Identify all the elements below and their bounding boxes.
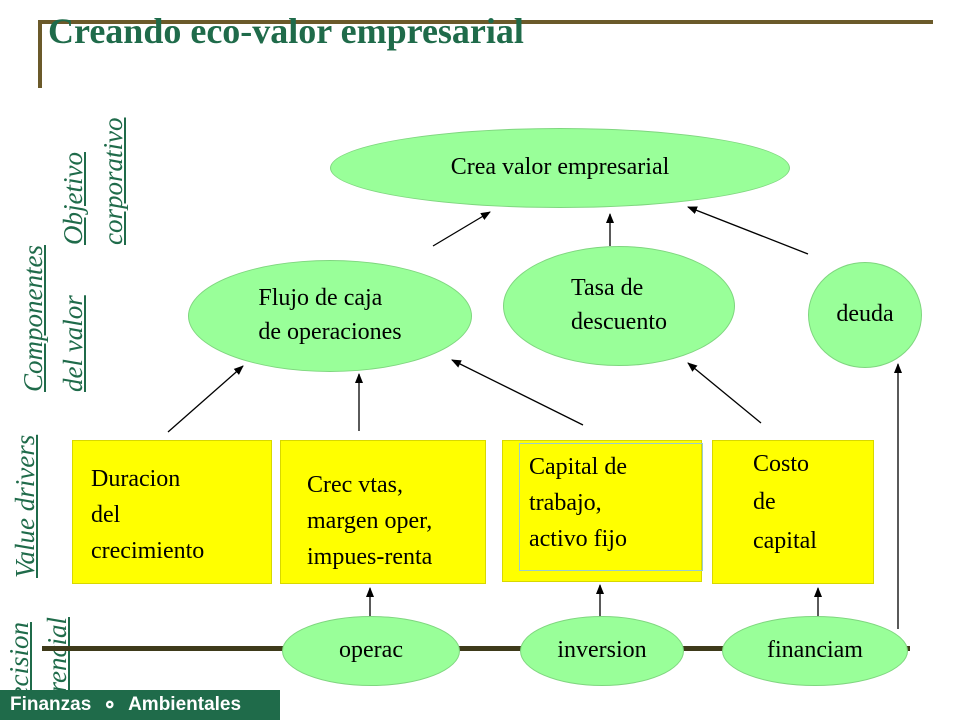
box-capital: Capital de trabajo, activo fijo [502, 440, 703, 582]
box-duracion: Duracion del crecimiento [72, 440, 272, 584]
financiam-label: financiam [767, 637, 863, 664]
deuda-label: deuda [836, 301, 894, 328]
duracion-label: Duracion del crecimiento [91, 466, 205, 564]
ellipse-financiam: financiam [722, 616, 908, 686]
ellipse-deuda: deuda [808, 262, 922, 368]
ellipse-inversion: inversion [520, 616, 684, 686]
crec-label: Crec vtas, margen oper, impues-renta [307, 472, 433, 570]
arrow-flujo-to-crea [432, 211, 491, 247]
decision-bar [42, 646, 910, 651]
crea-valor-label: Crea valor empresarial [450, 154, 670, 181]
costo-label: Costo de capital [753, 451, 817, 554]
arrow-deuda-to-crea [687, 206, 809, 255]
ellipse-flujo-caja: Flujo de caja de operaciones [188, 260, 472, 372]
box-crec-vtas: Crec vtas, margen oper, impues-renta [280, 440, 486, 584]
capital-inner-frame [519, 443, 703, 571]
operac-label: operac [339, 637, 403, 664]
arrow-costo-to-tasa [687, 362, 762, 424]
ellipse-tasa-descuento: Tasa de descuento [503, 246, 735, 366]
globe-icon: ⚬ [101, 694, 119, 717]
flujo-label: Flujo de caja de operaciones [258, 285, 402, 345]
logo-word-finanzas: Finanzas [10, 694, 92, 715]
ellipse-operac: operac [282, 616, 460, 686]
top-border-bar [38, 20, 933, 24]
box-costo: Costo de capital [712, 440, 874, 584]
tasa-label: Tasa de descuento [571, 275, 667, 335]
ellipse-crea-valor: Crea valor empresarial [330, 128, 790, 208]
capital-label: Capital de trabajo, activo fijo [529, 454, 627, 552]
page-title: Creando eco-valor empresarial [48, 11, 524, 51]
arrow-duracion-to-flujo [167, 365, 244, 433]
logo-word-ambientales: Ambientales [128, 694, 242, 715]
inversion-label: inversion [557, 637, 647, 664]
arrow-capital-to-flujo [451, 359, 584, 426]
finanzas-ambientales-logo: Finanzas ⚬ Ambientales [0, 690, 280, 720]
left-border-bar [38, 20, 42, 88]
